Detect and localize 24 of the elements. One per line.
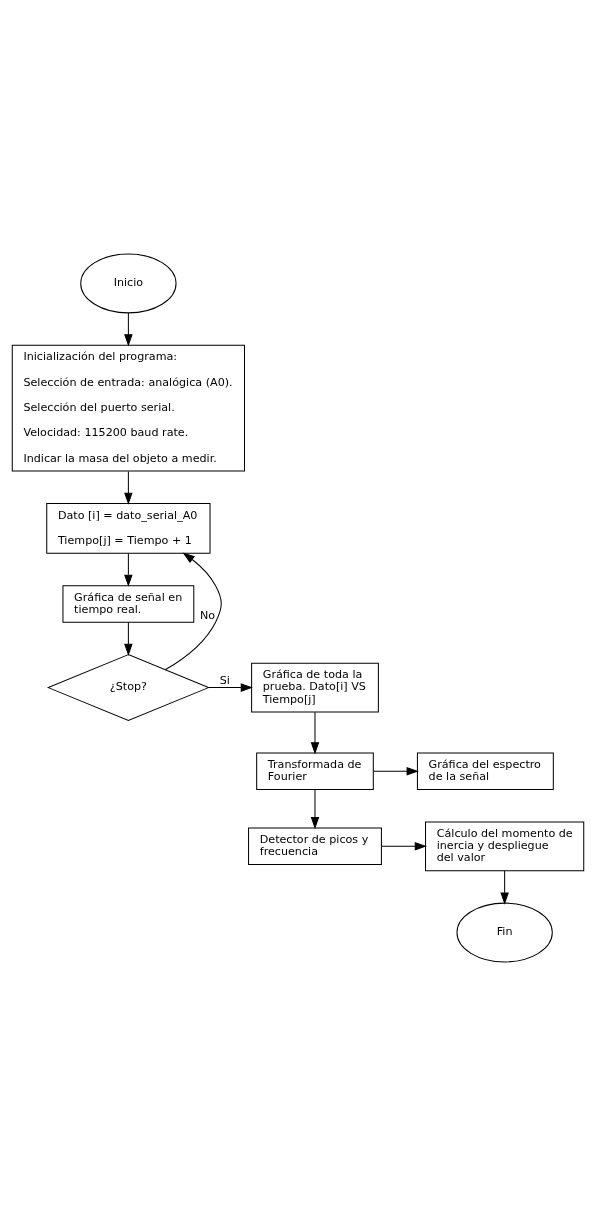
node-box: Detector de picos y frecuencia [248,827,382,866]
node-box: Dato [i] = dato_serial_A0 Tiempo[j] = Tiempo + 1 [46,503,211,554]
edge-label: No [199,608,216,622]
arrow [500,870,509,905]
node-ellipse: Inicio [80,253,177,314]
arrow [164,552,222,671]
arrow [381,842,427,851]
node-box: Gráfica de toda la prueba. Dato[i] VS Tiempo[j] [251,662,379,713]
node-ellipse: Fin [456,902,553,963]
arrow [124,470,133,505]
node-box: Gráfica de señal en tiempo real. [62,585,195,623]
node-box: Inicialización del programa: Selección de entrada: analógica (A0). Selección del puerto serial. Velocidad: 115200 baud rate. Indicar la masa del objeto a medir. [11,344,245,472]
arrow [310,711,320,755]
node-diamond: ¿Stop? [46,654,210,722]
arrow [124,312,133,347]
arrow [310,789,320,830]
arrow [124,621,133,656]
node-box: Transformada de Fourier [256,752,374,791]
arrow [124,552,133,587]
arrow [373,767,419,776]
edge-label: Si [219,674,230,688]
node-box: Cálculo del momento de inercia y despliegue del valor [425,821,585,872]
node-box: Gráfica del espectro de la señal [416,752,554,791]
arrow [208,683,253,692]
